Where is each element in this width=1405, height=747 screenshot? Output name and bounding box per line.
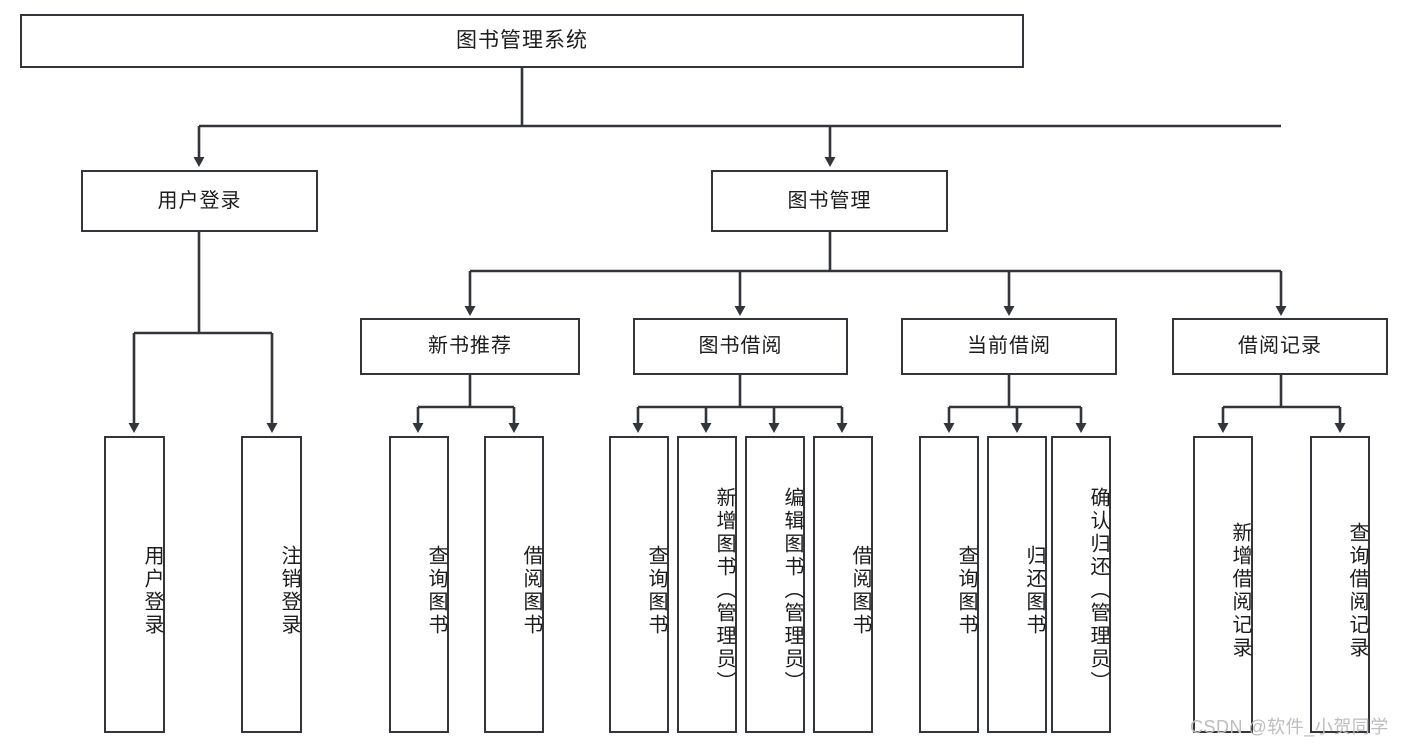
node-book-borrow[interactable]: 图书借阅 — [633, 318, 848, 375]
node-label: 借阅图书 — [520, 544, 542, 637]
node-current-borrow[interactable]: 当前借阅 — [901, 318, 1117, 375]
leaf-new-book-query-book[interactable]: 查询图书 — [389, 436, 449, 733]
node-label: 借阅记录 — [1238, 335, 1322, 357]
node-label: 注销登录 — [278, 544, 300, 637]
leaf-borrow-record-query-record[interactable]: 查询借阅记录 — [1310, 436, 1370, 733]
node-label: 图书借阅 — [698, 335, 783, 357]
node-label: 用户登录 — [141, 544, 163, 637]
node-label: 借阅图书 — [849, 544, 871, 637]
node-label: 查询图书 — [425, 544, 447, 637]
node-label: 图书管理系统 — [456, 28, 588, 52]
node-label: 新增图书（管理员） — [713, 487, 735, 694]
leaf-book-borrow-borrow-book[interactable]: 借阅图书 — [813, 436, 873, 733]
node-label: 当前借阅 — [967, 335, 1051, 357]
leaf-current-borrow-confirm-return-admin[interactable]: 确认归还（管理员） — [1051, 436, 1111, 733]
node-new-book-recommend[interactable]: 新书推荐 — [360, 318, 580, 375]
node-label: 查询图书 — [645, 544, 667, 637]
node-root-book-management-system[interactable]: 图书管理系统 — [20, 14, 1024, 68]
node-label: 编辑图书（管理员） — [781, 487, 803, 694]
node-user-login[interactable]: 用户登录 — [81, 170, 318, 232]
leaf-book-borrow-edit-book-admin[interactable]: 编辑图书（管理员） — [745, 436, 805, 733]
node-label: 新书推荐 — [428, 335, 512, 357]
csdn-watermark: CSDN @软件_小贺同学 — [1190, 717, 1389, 737]
leaf-user-login-logout[interactable]: 注销登录 — [241, 436, 302, 733]
leaf-current-borrow-return-book[interactable]: 归还图书 — [987, 436, 1047, 733]
leaf-borrow-record-add-record[interactable]: 新增借阅记录 — [1193, 436, 1253, 733]
leaf-user-login-login[interactable]: 用户登录 — [104, 436, 165, 733]
node-book-management[interactable]: 图书管理 — [711, 170, 948, 232]
node-label: 查询图书 — [955, 544, 977, 637]
node-label: 确认归还（管理员） — [1087, 487, 1109, 694]
leaf-book-borrow-query-book[interactable]: 查询图书 — [609, 436, 669, 733]
node-label: 查询借阅记录 — [1346, 521, 1368, 660]
node-label: 图书管理 — [787, 189, 872, 212]
node-label: 归还图书 — [1023, 544, 1045, 637]
leaf-new-book-borrow-book[interactable]: 借阅图书 — [484, 436, 544, 733]
node-borrow-record[interactable]: 借阅记录 — [1172, 318, 1388, 375]
node-label: 用户登录 — [157, 189, 242, 212]
node-label: 新增借阅记录 — [1229, 521, 1251, 660]
leaf-current-borrow-query-book[interactable]: 查询图书 — [919, 436, 979, 733]
leaf-book-borrow-add-book-admin[interactable]: 新增图书（管理员） — [677, 436, 737, 733]
